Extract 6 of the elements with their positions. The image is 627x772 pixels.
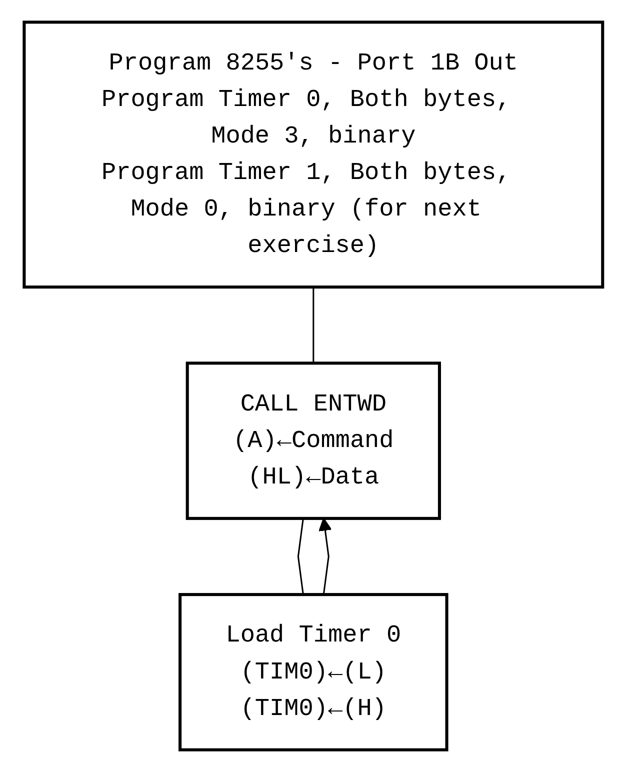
node-box: Load Timer 0 (TIM0)←(L) (TIM0)←(H) [178, 593, 448, 752]
connector [312, 287, 314, 364]
arrow [318, 518, 332, 595]
connector [298, 518, 304, 595]
node-box: Program 8255's - Port 1B Out Program Timer 0, Both bytes, Mode 3, binary Program Timer 1, Both bytes, Mode 0, binary (for next exercise) [22, 20, 604, 289]
node-box: CALL ENTWD (A)←Command (HL)←Data [186, 362, 442, 520]
